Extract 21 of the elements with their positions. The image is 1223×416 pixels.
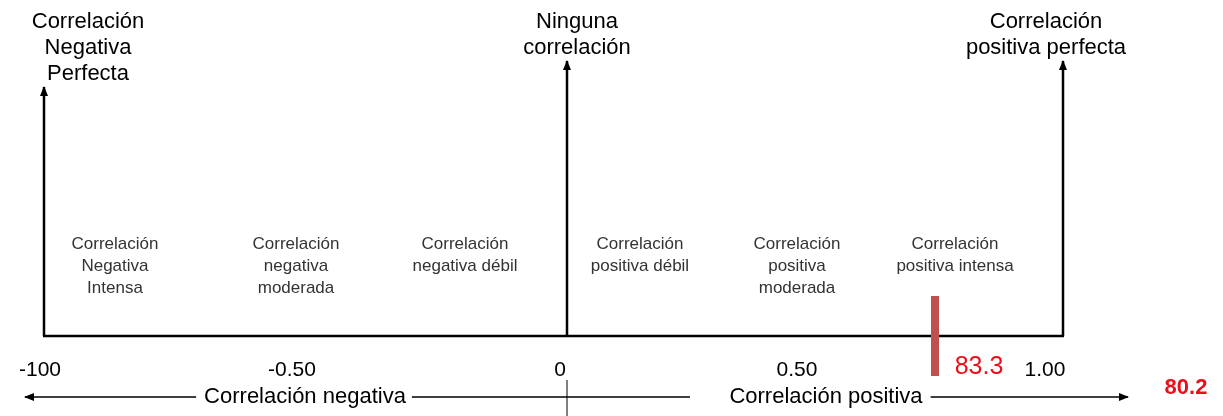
value-label: 83.3 [954, 351, 1004, 380]
value-label: 80.2 [1164, 374, 1208, 400]
tick-label: 0.50 [776, 357, 818, 381]
axis-heading: Ninguna correlación [492, 8, 662, 60]
direction-label: Correlación positiva [729, 383, 923, 409]
range-label: Correlación Negativa Intensa [70, 233, 160, 299]
arrow [1059, 60, 1067, 336]
tick-label: -100 [19, 357, 61, 381]
range-label: Correlación positiva débil [589, 233, 691, 277]
arrow [40, 86, 48, 336]
range-label: Correlación negativa moderada [251, 233, 341, 299]
arrow [563, 60, 571, 336]
direction-label: Correlación negativa [204, 383, 406, 409]
tick-label: 0 [554, 357, 566, 381]
range-label: Correlación positiva moderada [752, 233, 842, 299]
axis-heading: Correlación positiva perfecta [961, 8, 1131, 60]
range-label: Correlación positiva intensa [895, 233, 1015, 277]
axis-heading: Correlación Negativa Perfecta [3, 8, 173, 86]
range-label: Correlación negativa débil [411, 233, 519, 277]
tick-label: 1.00 [1024, 357, 1066, 381]
tick-label: -0.50 [268, 357, 316, 381]
